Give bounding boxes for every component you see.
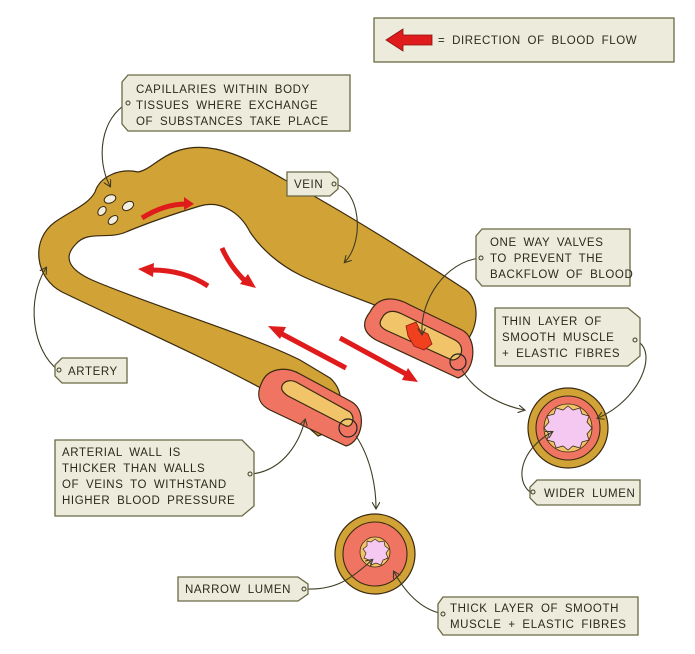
leader-narrow-lumen	[305, 560, 372, 590]
label-line: + ELASTIC FIBRES	[502, 348, 620, 360]
red-arrow-icon	[268, 326, 348, 371]
label-artery-wall: ARTERIAL WALL IS THICKER THAN WALLS OF V…	[54, 439, 255, 517]
leader-capillaries	[101, 102, 129, 186]
red-arrow-icon	[338, 335, 418, 382]
leader-vein	[334, 183, 358, 262]
label-capillaries: CAPILLARIES WITHIN BODY TISSUES WHERE EX…	[121, 74, 351, 132]
label-line: THIN LAYER OF	[502, 316, 602, 328]
label-line: ONE WAY VALVES	[490, 237, 603, 249]
leader-artery-section	[355, 435, 376, 508]
leader-artery-wall	[251, 420, 305, 475]
vein-section-marker	[449, 353, 467, 371]
vein-lumen-cross	[543, 405, 593, 451]
label-valves: ONE WAY VALVES TO PREVENT THE BACKFLOW O…	[475, 228, 633, 287]
label-vein: VEIN	[286, 171, 339, 197]
label-line: OF VEINS TO WITHSTAND	[62, 479, 227, 491]
artery-section-marker	[338, 418, 358, 438]
label-narrow-lumen: NARROW LUMEN	[177, 576, 309, 602]
label-line: HIGHER BLOOD PRESSURE	[62, 495, 235, 507]
red-arrow-icon	[219, 246, 256, 288]
artery-cut-end	[258, 368, 362, 447]
label-line: OF SUBSTANCES TAKE PLACE	[136, 116, 329, 128]
red-arrow-icon	[138, 263, 210, 289]
red-arrow-icon	[140, 197, 194, 221]
legend: = DIRECTION OF BLOOD FLOW	[373, 17, 675, 63]
vein-cross-section	[527, 387, 609, 469]
leader-wider-lumen	[521, 432, 552, 493]
label-line: ARTERY	[68, 366, 118, 378]
label-line: THICK LAYER OF SMOOTH	[450, 603, 619, 615]
label-wider-lumen: WIDER LUMEN	[529, 479, 641, 506]
leader-vein-muscle	[598, 339, 647, 418]
label-vein-muscle: THIN LAYER OF SMOOTH MUSCLE + ELASTIC FI…	[494, 307, 641, 367]
leader-vein-section	[461, 369, 524, 410]
label-line: NARROW LUMEN	[185, 584, 291, 596]
label-line: THICKER THAN WALLS	[62, 463, 205, 475]
leader-valves	[422, 257, 481, 334]
label-line: ARTERIAL WALL IS	[62, 447, 181, 459]
label-line: WIDER LUMEN	[544, 488, 635, 500]
leader-artery	[33, 268, 59, 371]
label-line: TO PREVENT THE	[490, 253, 603, 265]
label-line: BACKFLOW OF BLOOD	[490, 269, 633, 281]
vessel-outer-wall	[38, 146, 477, 437]
legend-text: = DIRECTION OF BLOOD FLOW	[438, 35, 637, 47]
label-line: TISSUES WHERE EXCHANGE	[136, 100, 318, 112]
label-line: VEIN	[294, 179, 323, 191]
artery-cross-section	[334, 513, 416, 595]
leader-lines	[33, 102, 647, 615]
red-arrow-left-icon	[385, 28, 433, 52]
vessel-loop	[38, 146, 477, 437]
label-line: MUSCLE + ELASTIC FIBRES	[450, 619, 627, 631]
label-artery-muscle: THICK LAYER OF SMOOTH MUSCLE + ELASTIC F…	[437, 596, 639, 636]
label-artery: ARTERY	[54, 357, 128, 384]
capillary-bed	[97, 194, 135, 225]
blood-flow-arrows	[138, 197, 418, 382]
artery-lumen-cross	[362, 538, 390, 566]
label-line: CAPILLARIES WITHIN BODY	[136, 84, 310, 96]
artery-lumen	[281, 380, 354, 427]
label-line: SMOOTH MUSCLE	[502, 332, 614, 344]
